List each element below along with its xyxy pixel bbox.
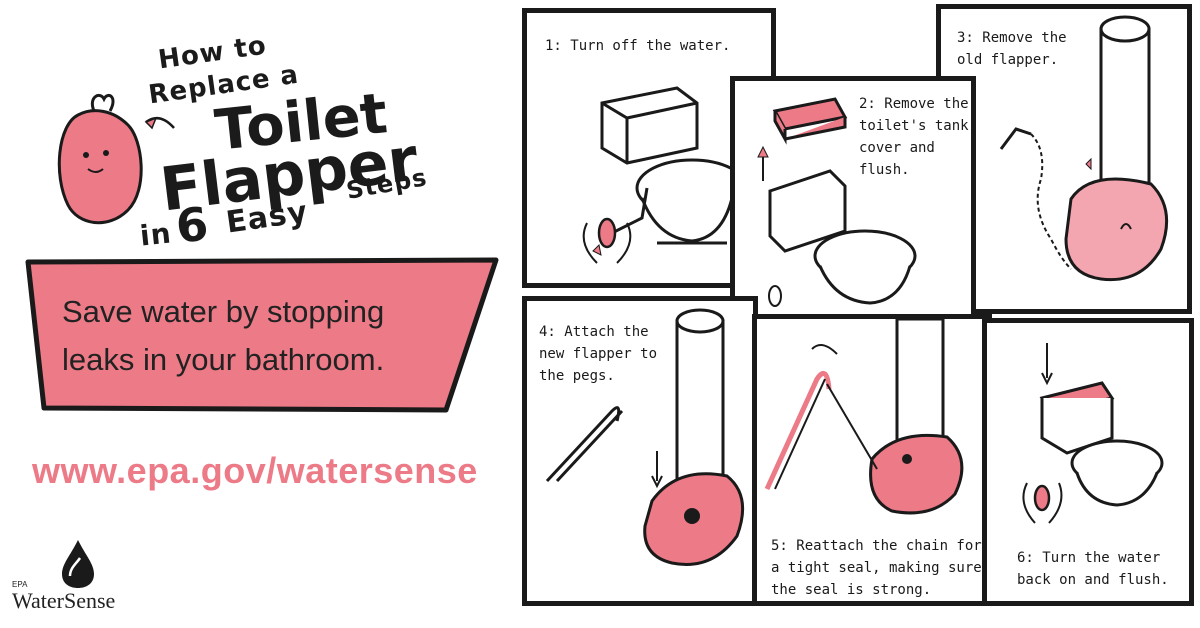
overflow-tube-old-flapper-icon xyxy=(999,15,1169,282)
arrow-icon xyxy=(144,116,175,130)
chain-reattach-icon xyxy=(764,319,964,515)
step-panel-3: 3: Remove the old flapper. xyxy=(936,4,1192,314)
step-panel-4: 4: Attach the new flapper to the pegs. xyxy=(522,296,758,606)
flapper-mascot-icon xyxy=(57,94,143,225)
logo-epa: EPA xyxy=(12,580,28,589)
step-panel-2: 2: Remove the toilet's tank cover and fl… xyxy=(730,76,976,322)
logo-watersense: WaterSense xyxy=(12,588,116,613)
toilet-turn-on-water-icon xyxy=(1022,343,1164,524)
step-caption: 2: Remove the toilet's tank cover and fl… xyxy=(859,96,969,178)
tank-cover-removal-icon xyxy=(757,97,917,307)
toilet-icon xyxy=(582,86,749,264)
banner-shape xyxy=(25,257,499,413)
title-number: 6 xyxy=(173,196,211,254)
step-caption: 4: Attach the new flapper to the pegs. xyxy=(539,324,658,384)
banner-text: Save water by stopping leaks in your bat… xyxy=(62,294,385,377)
title-block: How to Replace a Toilet Flapper in 6 Eas… xyxy=(40,20,480,254)
step-panel-5: 5: Reattach the chain for a tight seal, … xyxy=(752,314,992,606)
title-in: in xyxy=(138,216,174,253)
step-caption: 6: Turn the water back on and flush. xyxy=(1017,550,1169,588)
step-caption: 3: Remove the old flapper. xyxy=(957,30,1067,68)
step-panel-6: 6: Turn the water back on and flush. xyxy=(982,318,1194,606)
watersense-url-link[interactable]: www.epa.gov/watersense xyxy=(32,450,478,491)
step-caption: 1: Turn off the water. xyxy=(545,38,731,54)
water-drop-icon xyxy=(62,540,94,588)
step-caption: 5: Reattach the chain for a tight seal, … xyxy=(771,538,982,598)
new-flapper-icon xyxy=(545,308,745,566)
